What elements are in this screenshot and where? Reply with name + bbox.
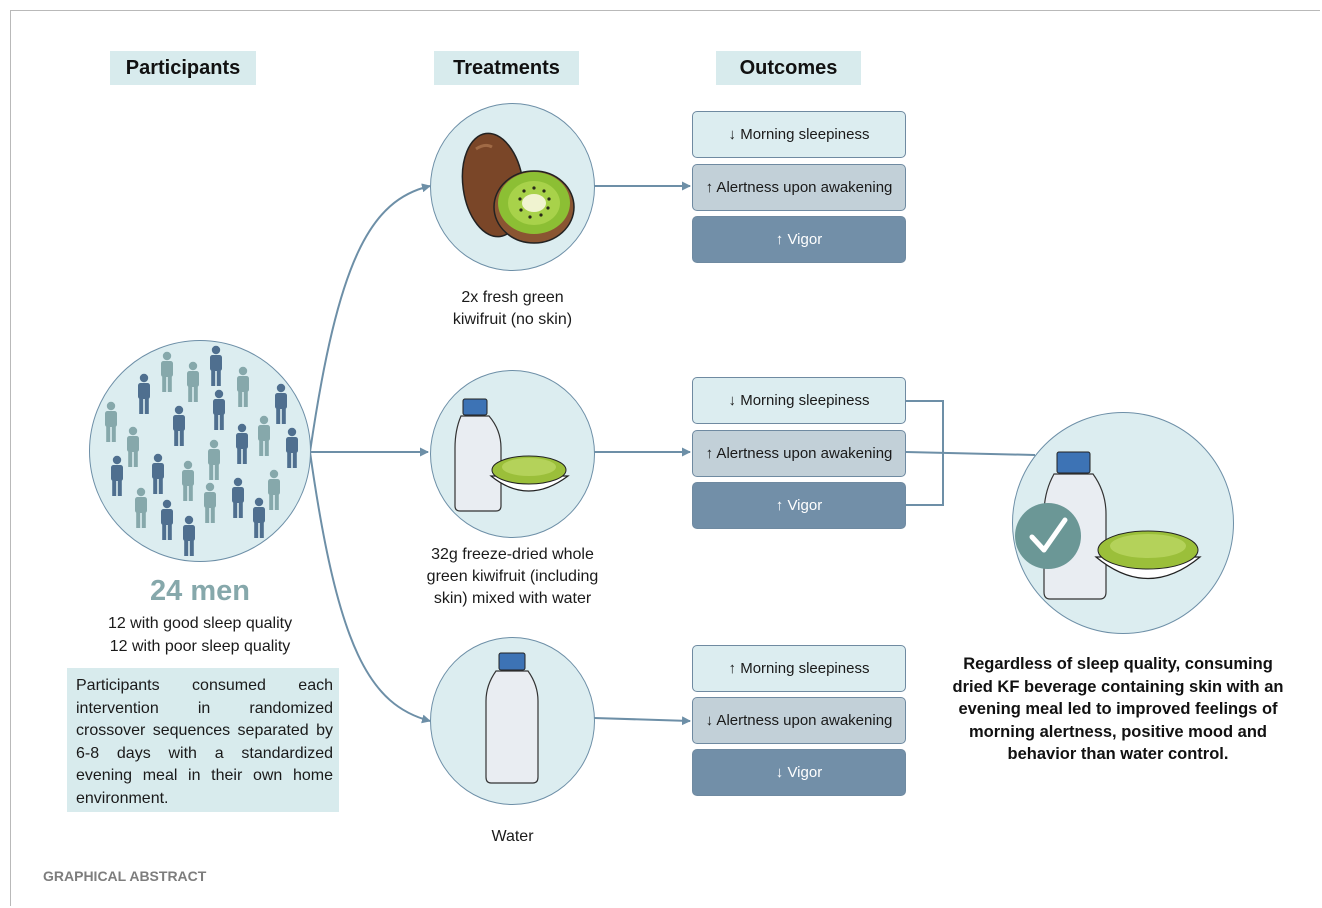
outcome-1-alertness: ↑ Alertness upon awakening	[692, 164, 906, 211]
people-group-icon	[104, 345, 298, 556]
outcome-1-sleepiness: ↓ Morning sleepiness	[692, 111, 906, 158]
outcome-2-sleepiness: ↓ Morning sleepiness	[692, 377, 906, 424]
participants-circle	[89, 340, 311, 562]
arrow-water-outcomes	[593, 716, 691, 726]
outcome-3-alertness: ↓ Alertness upon awakening	[692, 697, 906, 744]
outcome-2-alertness: ↑ Alertness upon awakening	[692, 430, 906, 477]
bottle-icon	[484, 652, 539, 784]
caption-line: green kiwifruit (including	[426, 568, 599, 585]
bottle-icon	[453, 398, 570, 512]
arrow-to-kiwifruit	[309, 183, 431, 453]
participants-header: Participants	[110, 51, 256, 85]
treatment-1-caption: 2x fresh green kiwifruit (no skin)	[420, 287, 605, 331]
water-circle	[430, 637, 595, 805]
treatment-2-caption: 32g freeze-dried whole green kiwifruit (…	[395, 544, 630, 610]
conclusion-text: Regardless of sleep quality, consuming d…	[952, 655, 1284, 763]
outcome-3-sleepiness: ↑ Morning sleepiness	[692, 645, 906, 692]
kiwifruit-icon	[461, 132, 575, 244]
figure-frame	[10, 10, 1320, 906]
line-to-conclusion	[905, 451, 1036, 456]
powder-bowl-icon	[488, 455, 570, 492]
outcome-1-vigor: ↑ Vigor	[692, 216, 906, 263]
conclusion-circle	[1012, 412, 1234, 634]
checkmark-icon	[1014, 502, 1081, 569]
participant-count: 24 men	[150, 575, 250, 607]
caption-line: kiwifruit (no skin)	[452, 311, 573, 328]
graphical-abstract-label: GRAPHICAL ABSTRACT	[43, 868, 207, 884]
study-design-note: Participants consumed each intervention …	[67, 668, 339, 812]
outcome-2-vigor: ↑ Vigor	[692, 482, 906, 529]
treatments-header: Treatments	[434, 51, 579, 85]
caption-line: 2x fresh green	[461, 289, 564, 306]
caption-line: skin) mixed with water	[433, 590, 592, 607]
poor-sleep-label: 12 with poor sleep quality	[109, 638, 291, 655]
kiwifruit-circle	[430, 103, 595, 271]
outcomes-header: Outcomes	[716, 51, 861, 85]
treatment-3-caption: Water	[420, 826, 605, 848]
arrow-to-water	[309, 451, 431, 724]
caption-line: 32g freeze-dried whole	[431, 546, 594, 563]
bottle-icon	[1014, 451, 1202, 600]
outcome-3-vigor: ↓ Vigor	[692, 749, 906, 796]
powder-bowl-icon	[1093, 530, 1202, 579]
caption-line: Water	[491, 828, 534, 845]
dried-kiwifruit-circle	[430, 370, 595, 538]
good-sleep-label: 12 with good sleep quality	[107, 615, 293, 632]
